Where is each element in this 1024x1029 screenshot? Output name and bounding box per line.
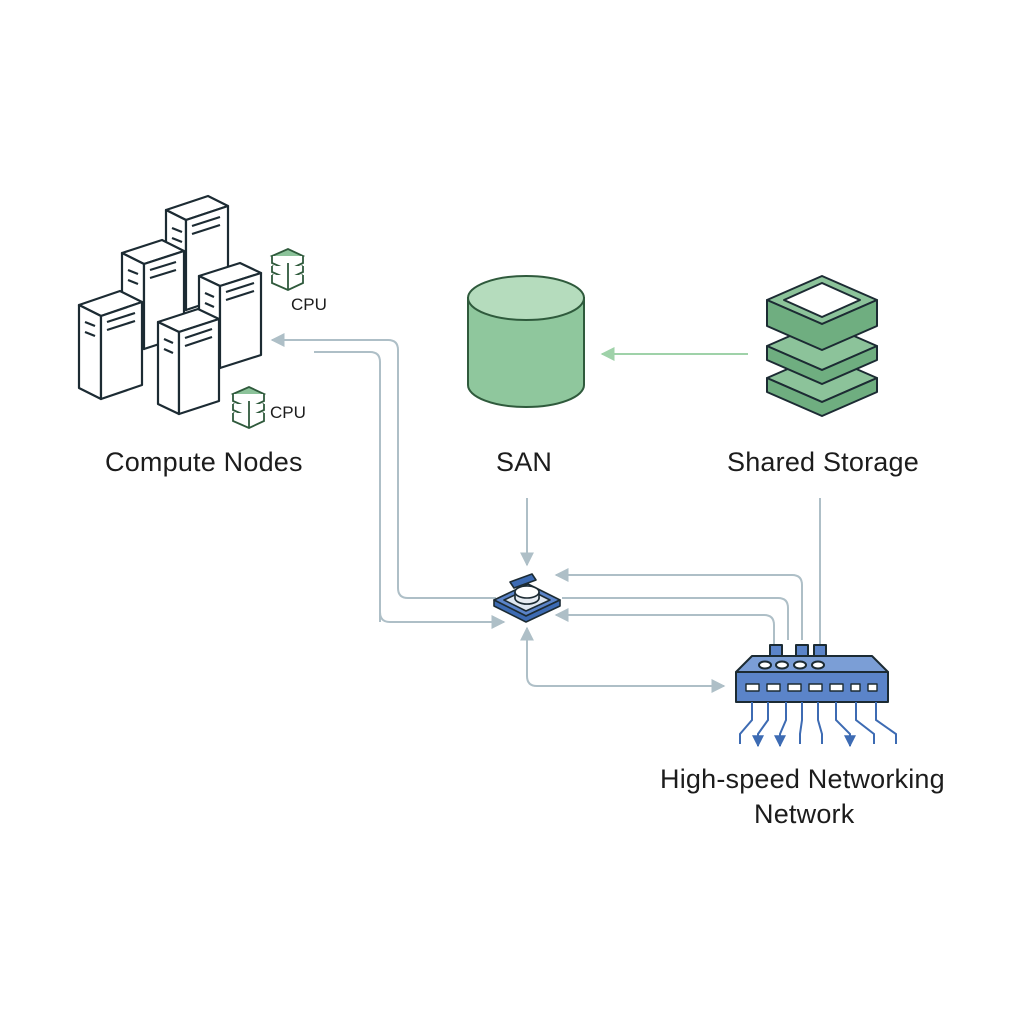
cpu-chip-icon [269,248,306,291]
database-cylinder-icon [467,275,585,408]
compute-nodes-label: Compute Nodes [105,447,303,477]
network-label-line1: High-speed Networking [660,764,945,794]
cpu-chip-icon [230,386,267,429]
network-switch-icon [735,644,889,703]
connector-network-hub-mid [562,597,789,640]
connectors [270,333,821,693]
shared-storage-label: Shared Storage [727,447,919,477]
cpu-label: CPU [291,295,327,314]
network-label-line2: Network [754,799,855,829]
storage-stack-icon [766,275,878,417]
server-tower-front-right [156,307,221,416]
connector-network-hub-top [554,568,803,640]
connector-hub-compute-outer [270,333,496,599]
server-rack-icon [77,194,263,416]
connector-hub-network [520,626,726,693]
connector-compute-hub-inner [314,351,506,629]
network-cables [739,702,897,748]
san-label: SAN [496,447,553,477]
hub-switch-icon [493,573,561,623]
cpu-label: CPU [270,403,306,422]
connector-network-hub-low [554,608,775,650]
server-tower-front-left [77,289,144,401]
